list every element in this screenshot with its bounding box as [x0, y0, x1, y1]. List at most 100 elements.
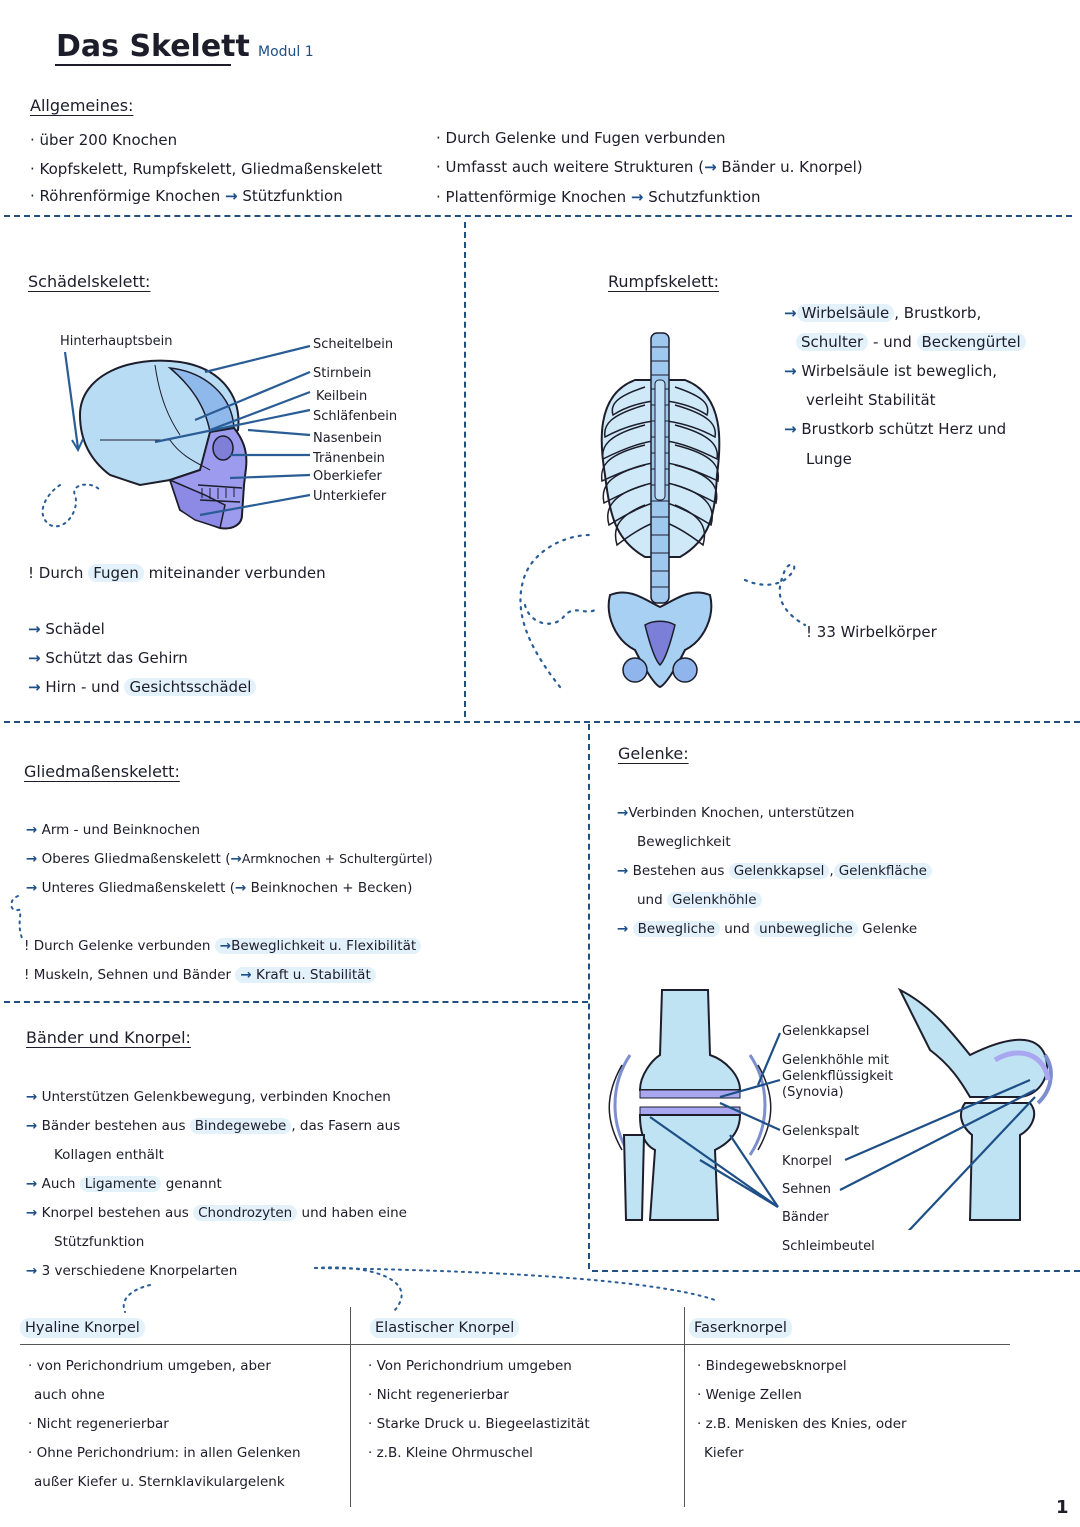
- gelenke-bullet-3: → Bewegliche und unbewegliche Gelenke: [617, 919, 917, 939]
- schaedel-heading: Schädelskelett:: [28, 272, 151, 291]
- table-col-divider-1: [350, 1307, 351, 1507]
- table-col-1-row-3: · Nicht regenerierbar: [28, 1416, 169, 1432]
- glied-note-2-highlight: → Kraft u. Stabilität: [235, 967, 376, 983]
- baender-bullet-4-rest: und haben eine: [301, 1205, 407, 1221]
- divider-gelenke-bottom: [592, 1270, 1080, 1272]
- schaedel-note: ! Durch Fugen miteinander verbunden: [28, 563, 326, 583]
- arrow-icon: →: [617, 863, 629, 879]
- allg-left-3: · Röhrenförmige Knochen → Stützfunktion: [30, 186, 343, 206]
- rumpf-heading: Rumpfskelett:: [608, 272, 720, 291]
- baender-bullet-2b: Kollagen enthält: [54, 1147, 164, 1163]
- table-col-1-row-5: außer Kiefer u. Sternklavikulargelenk: [34, 1474, 285, 1490]
- knee-label-6: Knorpel: [782, 1154, 832, 1169]
- gelenke-hl-flaeche: Gelenkfläche: [833, 863, 932, 879]
- glied-bullet-3-text: Unteres Gliedmaßenskelett (: [41, 880, 236, 896]
- schaedel-bullet-2: → Schützt das Gehirn: [28, 648, 188, 668]
- glied-bullet-2: → Oberes Gliedmaßenskelett (→Armknochen …: [26, 849, 433, 869]
- baender-bullet-3-rest: genannt: [165, 1176, 222, 1192]
- gelenke-hl-kapsel: Gelenkkapsel: [728, 863, 830, 879]
- rumpf-line-5: → Brustkorb schützt Herz und: [784, 419, 1006, 439]
- allg-left-1: · über 200 Knochen: [30, 131, 178, 149]
- rumpf-line-5-text: Brustkorb schützt Herz und: [801, 420, 1007, 438]
- arrow-icon: →: [630, 188, 644, 206]
- schaedel-note-highlight: Fugen: [88, 564, 144, 582]
- schaedel-note-pre: ! Durch: [28, 564, 84, 582]
- rumpf-line-6: Lunge: [806, 450, 852, 468]
- table-col-1-row-4: · Ohne Perichondrium: in allen Gelenken: [28, 1445, 301, 1461]
- knee-label-4: (Synovia): [782, 1085, 844, 1100]
- table-col-2-row-4: · z.B. Kleine Ohrmuschel: [368, 1445, 533, 1461]
- allg-right-2-text: · Umfasst auch weitere Strukturen (: [436, 158, 705, 176]
- arrow-icon: →: [617, 921, 629, 937]
- rumpf-line-2: Schulter - und Beckengürtel: [796, 332, 1026, 352]
- gelenke-bullet-2-text: Bestehen aus: [632, 863, 725, 879]
- rumpf-line-4: verleiht Stabilität: [806, 391, 936, 409]
- gelenke-heading: Gelenke:: [618, 744, 689, 763]
- baender-hl-ligamente: Ligamente: [79, 1176, 162, 1192]
- allgemeines-heading: Allgemeines:: [30, 96, 134, 115]
- rumpf-note: ! 33 Wirbelkörper: [806, 623, 937, 641]
- schaedel-bullet-3-highlight: Gesichtsschädel: [124, 678, 257, 696]
- arrow-icon: →: [219, 938, 232, 954]
- allg-right-1: · Durch Gelenke und Fugen verbunden: [436, 129, 726, 147]
- rumpf-line-3: → Wirbelsäule ist beweglich,: [784, 361, 997, 381]
- glied-note-2-text: ! Muskeln, Sehnen und Bänder: [24, 967, 232, 983]
- arrow-icon: →: [28, 649, 41, 667]
- baender-hl-bindegewebe: Bindegewebe: [189, 1118, 292, 1134]
- glied-note-1-text: ! Durch Gelenke verbunden: [24, 938, 211, 954]
- gelenke-bullet-1: →Verbinden Knochen, unterstützen: [617, 803, 854, 823]
- skull-label-2: Stirnbein: [313, 366, 372, 381]
- skull-label-4: Schläfenbein: [313, 409, 398, 424]
- skull-label-6: Tränenbein: [313, 451, 385, 466]
- page-number: 1: [1056, 1497, 1069, 1518]
- skull-label-hinterhauptsbein: Hinterhauptsbein: [60, 334, 173, 349]
- page-title: Das Skelett: [56, 29, 250, 64]
- baender-bullet-1-text: Unterstützen Gelenkbewegung, verbinden K…: [41, 1089, 391, 1105]
- gelenke-sep: ,: [829, 863, 834, 879]
- glied-bullet-2-text: Oberes Gliedmaßenskelett (: [41, 851, 231, 867]
- allg-right-3: · Plattenförmige Knochen → Schutzfunktio…: [436, 187, 761, 207]
- schaedel-bullet-3-text: Hirn - und: [45, 678, 120, 696]
- baender-bullet-2-rest: , das Fasern aus: [291, 1118, 401, 1134]
- glied-note-1-highlight: →Beweglichkeit u. Flexibilität: [214, 938, 422, 954]
- skull-label-3: Keilbein: [316, 389, 368, 404]
- divider-glied-baender: [4, 1001, 588, 1003]
- table-col-divider-2: [684, 1307, 685, 1507]
- baender-bullet-2: → Bänder bestehen aus Bindegewebe, das F…: [26, 1116, 400, 1136]
- gelenke-bullet-1b: Beweglichkeit: [637, 834, 731, 850]
- gelenke-und: und: [637, 892, 663, 908]
- glied-bullet-3-detail: Beinknochen + Becken): [250, 880, 413, 896]
- table-col-3-row-4: Kiefer: [704, 1445, 744, 1461]
- knee-label-3: Gelenkflüssigkeit: [782, 1069, 894, 1084]
- dotted-swirl-decoration: [10, 895, 23, 939]
- baender-bullet-1: → Unterstützen Gelenkbewegung, verbinden…: [26, 1087, 391, 1107]
- arrow-icon: →: [784, 304, 797, 322]
- glied-heading: Gliedmaßenskelett:: [24, 762, 180, 781]
- knee-label-9: Schleimbeutel: [782, 1239, 875, 1254]
- arrow-icon: →: [704, 158, 717, 176]
- schaedel-note-post: miteinander verbunden: [148, 564, 326, 582]
- table-col-3-row-3: · z.B. Menisken des Knies, oder: [697, 1416, 907, 1432]
- baender-hl-chondrozyten: Chondrozyten: [193, 1205, 298, 1221]
- knee-label-2: Gelenkhöhle mit: [782, 1053, 889, 1068]
- arrow-icon: →: [784, 420, 797, 438]
- table-col-title-3: Faserknorpel: [689, 1318, 792, 1338]
- allg-left-3-text: · Röhrenförmige Knochen: [30, 187, 221, 205]
- table-col-1-row-1: · von Perichondrium umgeben, aber: [28, 1358, 271, 1374]
- schaedel-bullet-2-text: Schützt das Gehirn: [45, 649, 188, 667]
- glied-note-1-hl-text: Beweglichkeit u. Flexibilität: [231, 938, 417, 954]
- baender-bullet-5-text: 3 verschiedene Knorpelarten: [41, 1263, 238, 1279]
- gelenke-hl-unbeweglich: unbewegliche: [754, 921, 858, 937]
- allg-right-2-rest: Bänder u. Knorpel): [721, 158, 863, 176]
- schaedel-bullet-1: → Schädel: [28, 619, 105, 639]
- baender-bullet-4: → Knorpel bestehen aus Chondrozyten und …: [26, 1203, 407, 1223]
- divider-lower-vertical: [588, 724, 590, 1269]
- table-header-line: [20, 1344, 1010, 1345]
- arrow-icon: →: [26, 822, 38, 838]
- rumpf-line-1-rest: , Brustkorb,: [894, 304, 982, 322]
- glied-note-1: ! Durch Gelenke verbunden →Beweglichkeit…: [24, 936, 422, 956]
- table-col-title-1: Hyaline Knorpel: [20, 1318, 145, 1338]
- rumpf-line-1: →Wirbelsäule, Brustkorb,: [784, 303, 981, 323]
- glied-bullet-2-detail: Armknochen + Schultergürtel): [241, 851, 433, 866]
- rumpf-hl-wirbelsaeule: Wirbelsäule: [796, 304, 895, 322]
